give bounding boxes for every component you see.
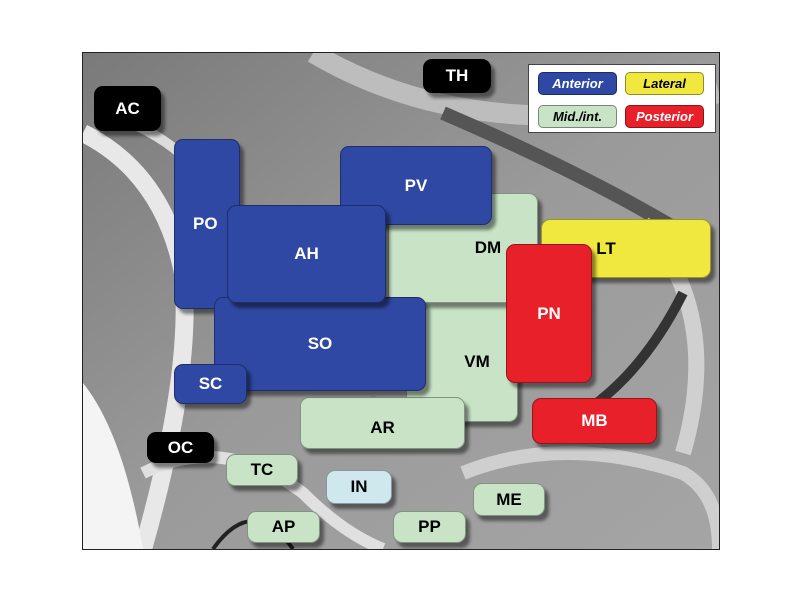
region-so: SO <box>214 297 426 391</box>
region-oc: OC <box>147 432 214 463</box>
region-mb: MB <box>532 398 657 444</box>
legend-anterior: Anterior <box>538 72 617 95</box>
legend: Anterior Lateral Mid./int. Posterior <box>528 64 716 133</box>
legend-posterior: Posterior <box>625 105 704 128</box>
diagram-frame: AC TH PO VM AR DM PV SO AH SC LT PN MB O… <box>82 52 720 550</box>
region-sc: SC <box>174 364 247 404</box>
region-ac: AC <box>94 86 161 131</box>
region-th: TH <box>423 59 491 93</box>
region-in: IN <box>326 470 392 504</box>
legend-mid-int: Mid./int. <box>538 105 617 128</box>
region-pn: PN <box>506 244 592 383</box>
legend-lateral: Lateral <box>625 72 704 95</box>
region-pp: PP <box>393 511 466 543</box>
region-me: ME <box>473 483 545 516</box>
region-ar: AR <box>300 397 465 449</box>
region-ah: AH <box>227 205 386 303</box>
region-ap: AP <box>247 511 320 543</box>
region-tc: TC <box>226 454 298 486</box>
